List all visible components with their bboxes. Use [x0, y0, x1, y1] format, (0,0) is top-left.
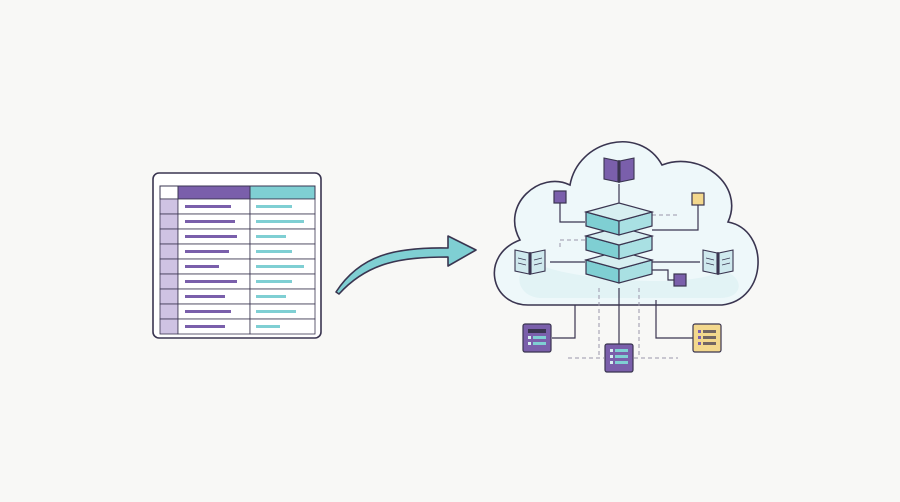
cell-bar-teal — [256, 205, 292, 208]
spreadsheet-table — [152, 172, 322, 339]
table-row — [159, 213, 316, 230]
cell-bar-teal — [256, 280, 292, 283]
cell-bar-teal — [256, 220, 304, 223]
cell-bar-teal — [256, 250, 292, 253]
cell-bar-purple — [185, 220, 235, 223]
book-icon-right — [702, 249, 734, 275]
table-row — [159, 303, 316, 320]
cell-bar-teal — [256, 295, 286, 298]
book-icon-left — [514, 249, 546, 275]
cell-bar-purple — [185, 310, 231, 313]
table-row — [159, 243, 316, 260]
connector-lines — [550, 184, 700, 344]
database-layer — [583, 202, 655, 236]
cloud-shade — [519, 262, 739, 298]
table-row — [159, 198, 316, 215]
table-row — [159, 258, 316, 275]
line-square-yellow — [652, 205, 699, 231]
cell-bar-teal — [256, 325, 280, 328]
line-doc-right — [655, 300, 693, 339]
table-corner-cell — [159, 185, 179, 200]
cell-bar-teal — [256, 235, 286, 238]
line-square-small — [652, 269, 674, 281]
square-node-purple-small — [673, 273, 687, 287]
document-yellow-right — [692, 323, 722, 353]
database-stack — [583, 202, 655, 284]
database-layer — [583, 226, 655, 260]
square-node-yellow — [691, 192, 705, 206]
cell-bar-purple — [185, 295, 225, 298]
database-layer — [583, 250, 655, 284]
document-purple-left — [522, 323, 552, 353]
dashed-lines — [559, 214, 678, 359]
dash-1 — [559, 239, 585, 248]
table-header-purple — [177, 185, 251, 200]
table-row — [159, 318, 316, 335]
cell-bar-purple — [185, 280, 237, 283]
cell-bar-teal — [256, 265, 304, 268]
transfer-arrow — [335, 235, 477, 295]
table-row — [159, 273, 316, 290]
table-row — [159, 228, 316, 245]
book-icon-top — [603, 157, 635, 183]
cell-bar-teal — [256, 310, 296, 313]
line-doc-left — [552, 305, 576, 339]
cell-bar-purple — [185, 250, 229, 253]
table-rows — [159, 198, 316, 335]
cell-bar-purple — [185, 235, 237, 238]
cell-bar-purple — [185, 325, 225, 328]
arrow-shape — [335, 235, 477, 295]
line-square-purple — [559, 203, 585, 223]
document-purple-center — [604, 343, 634, 373]
square-node-purple — [553, 190, 567, 204]
table-header-teal — [249, 185, 316, 200]
cell-bar-purple — [185, 205, 231, 208]
cell-bar-purple — [185, 265, 219, 268]
table-row — [159, 288, 316, 305]
cloud-database — [493, 141, 759, 373]
